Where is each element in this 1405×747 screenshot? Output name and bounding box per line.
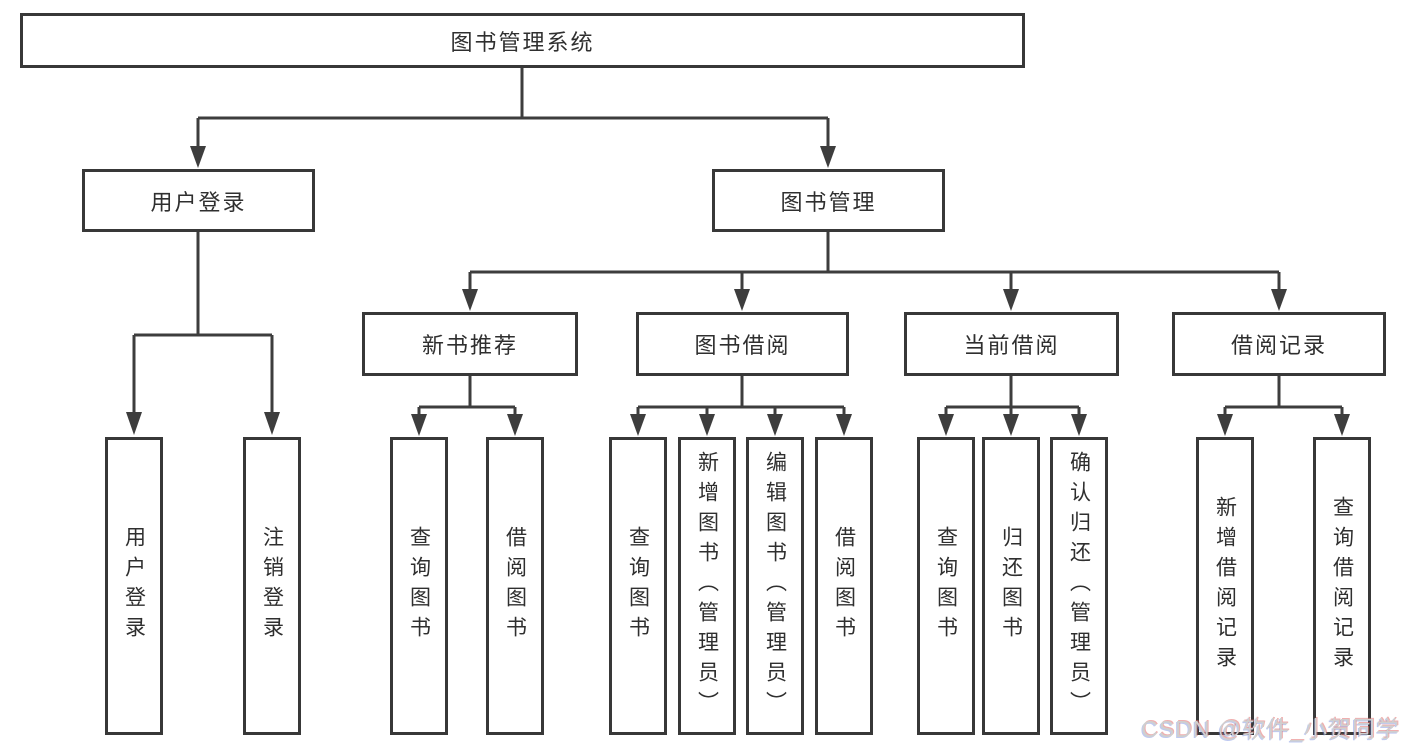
leaf-query-borrow-record: 查询借阅记录: [1313, 437, 1371, 735]
leaf-add-books-admin: 新增图书（管理员）: [678, 437, 736, 735]
leaf-logout: 注销登录: [243, 437, 301, 735]
leaf-edit-books-admin: 编辑图书（管理员）: [746, 437, 804, 735]
node-root-system: 图书管理系统: [20, 13, 1025, 68]
leaf-borrow-books-2: 借阅图书: [815, 437, 873, 735]
node-borrow-records: 借阅记录: [1172, 312, 1386, 376]
leaf-query-books-3: 查询图书: [917, 437, 975, 735]
node-new-book-recommend: 新书推荐: [362, 312, 578, 376]
leaf-borrow-books: 借阅图书: [486, 437, 544, 735]
node-book-borrow: 图书借阅: [636, 312, 849, 376]
arrowheads: [126, 146, 1350, 436]
leaf-return-books: 归还图书: [982, 437, 1040, 735]
leaf-confirm-return-admin: 确认归还（管理员）: [1050, 437, 1108, 735]
leaf-user-login: 用户登录: [105, 437, 163, 735]
leaf-query-books: 查询图书: [390, 437, 448, 735]
csdn-watermark: CSDN @软件_小贺同学: [1141, 716, 1400, 742]
node-book-management: 图书管理: [712, 169, 945, 232]
node-current-borrow: 当前借阅: [904, 312, 1119, 376]
leaf-add-borrow-record: 新增借阅记录: [1196, 437, 1254, 735]
leaf-query-books-2: 查询图书: [609, 437, 667, 735]
node-user-login: 用户登录: [82, 169, 315, 232]
